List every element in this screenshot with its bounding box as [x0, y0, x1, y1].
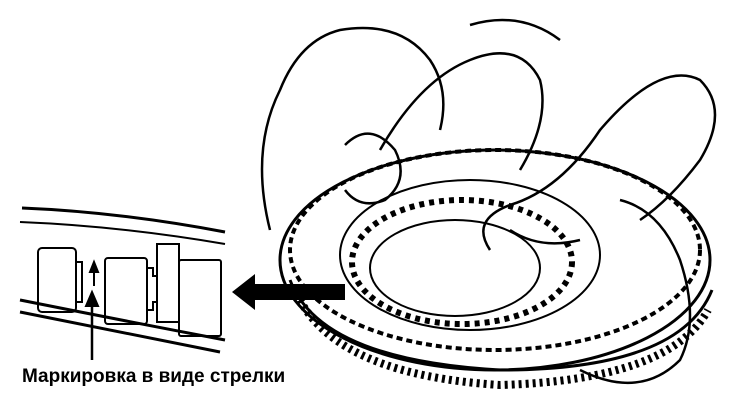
synchro-block: [37, 247, 77, 313]
synchro-block: [178, 259, 222, 337]
ring-detail-inset: [19, 206, 226, 354]
synchro-block: [104, 257, 148, 325]
hands: [260, 18, 717, 385]
arrow-mark-pointer: [84, 259, 100, 360]
arrow-marking-caption: Маркировка в виде стрелки: [22, 366, 286, 387]
synchronizer-gear: [278, 148, 714, 390]
